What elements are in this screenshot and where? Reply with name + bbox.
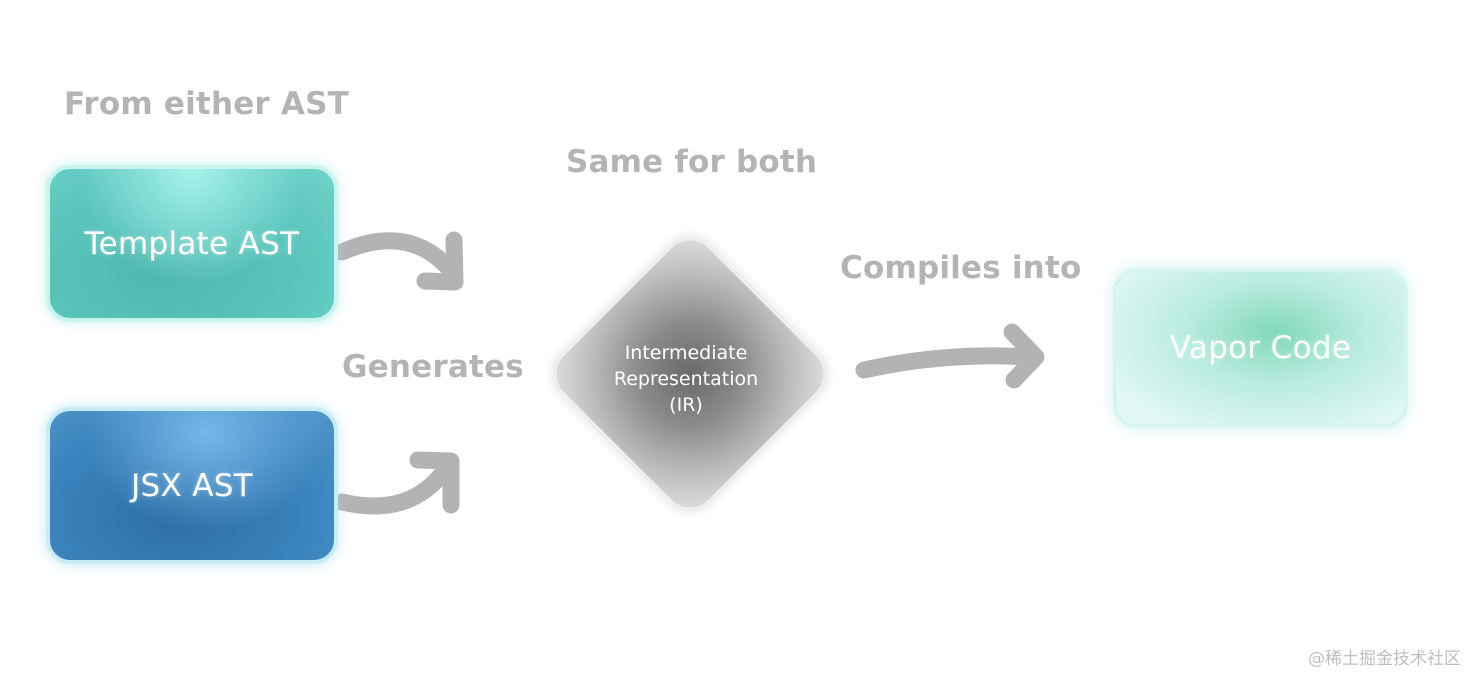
template-ast-node: Template AST [46, 165, 338, 322]
compiles-into-label: Compiles into [840, 250, 1082, 286]
generates-label: Generates [342, 349, 524, 385]
arrow-ir-to-vapor [855, 347, 1039, 379]
watermark: @稀土掘金技术社区 [1308, 649, 1461, 669]
ir-label-line-1: Intermediate [624, 342, 748, 364]
arrow-template-to-ir [333, 232, 461, 281]
ir-label: Intermediate Representation (IR) [586, 340, 786, 418]
arrow-ir-to-vapor-head [1003, 323, 1045, 389]
arrow-jsx-to-ir-head [409, 451, 460, 514]
from-either-ast-label: From either AST [64, 86, 349, 122]
ir-label-line-2: Representation [613, 368, 759, 390]
vapor-code-label: Vapor Code [1169, 330, 1352, 366]
jsx-ast-node: JSX AST [46, 407, 338, 564]
jsx-ast-label: JSX AST [131, 467, 253, 504]
template-ast-label: Template AST [84, 225, 300, 262]
arrow-template-to-ir-head [416, 231, 464, 291]
same-for-both-label: Same for both [566, 144, 818, 180]
arrow-jsx-to-ir [333, 461, 454, 515]
vapor-code-node: Vapor Code [1113, 268, 1408, 428]
ir-label-line-3: (IR) [669, 394, 703, 416]
